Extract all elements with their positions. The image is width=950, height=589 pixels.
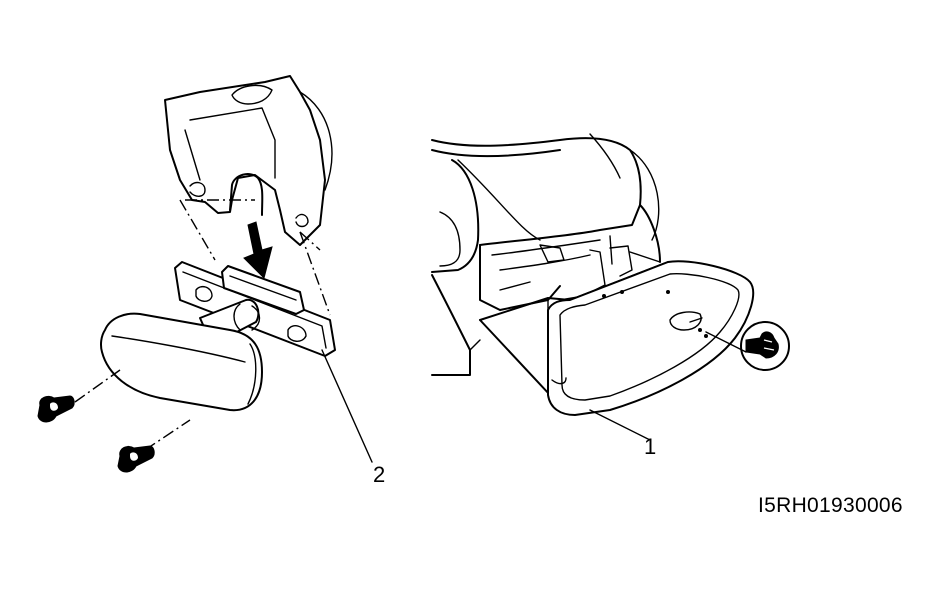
alignment-lines (179, 199, 331, 316)
screw-detail-callout (705, 321, 790, 371)
callout-label-1: 1 (644, 434, 657, 459)
figure-code: I5RH01930006 (758, 494, 903, 517)
dashboard-bracket (164, 75, 333, 246)
down-arrow-icon (243, 221, 273, 279)
screw-icon (37, 369, 121, 423)
callout-label-2: 2 (373, 462, 386, 487)
leader-line-1 (589, 409, 651, 441)
screw-icon (117, 419, 191, 473)
latch-handle (100, 298, 263, 412)
leader-line-2 (321, 349, 373, 463)
glove-box (479, 260, 755, 416)
instrument-panel (431, 133, 661, 376)
